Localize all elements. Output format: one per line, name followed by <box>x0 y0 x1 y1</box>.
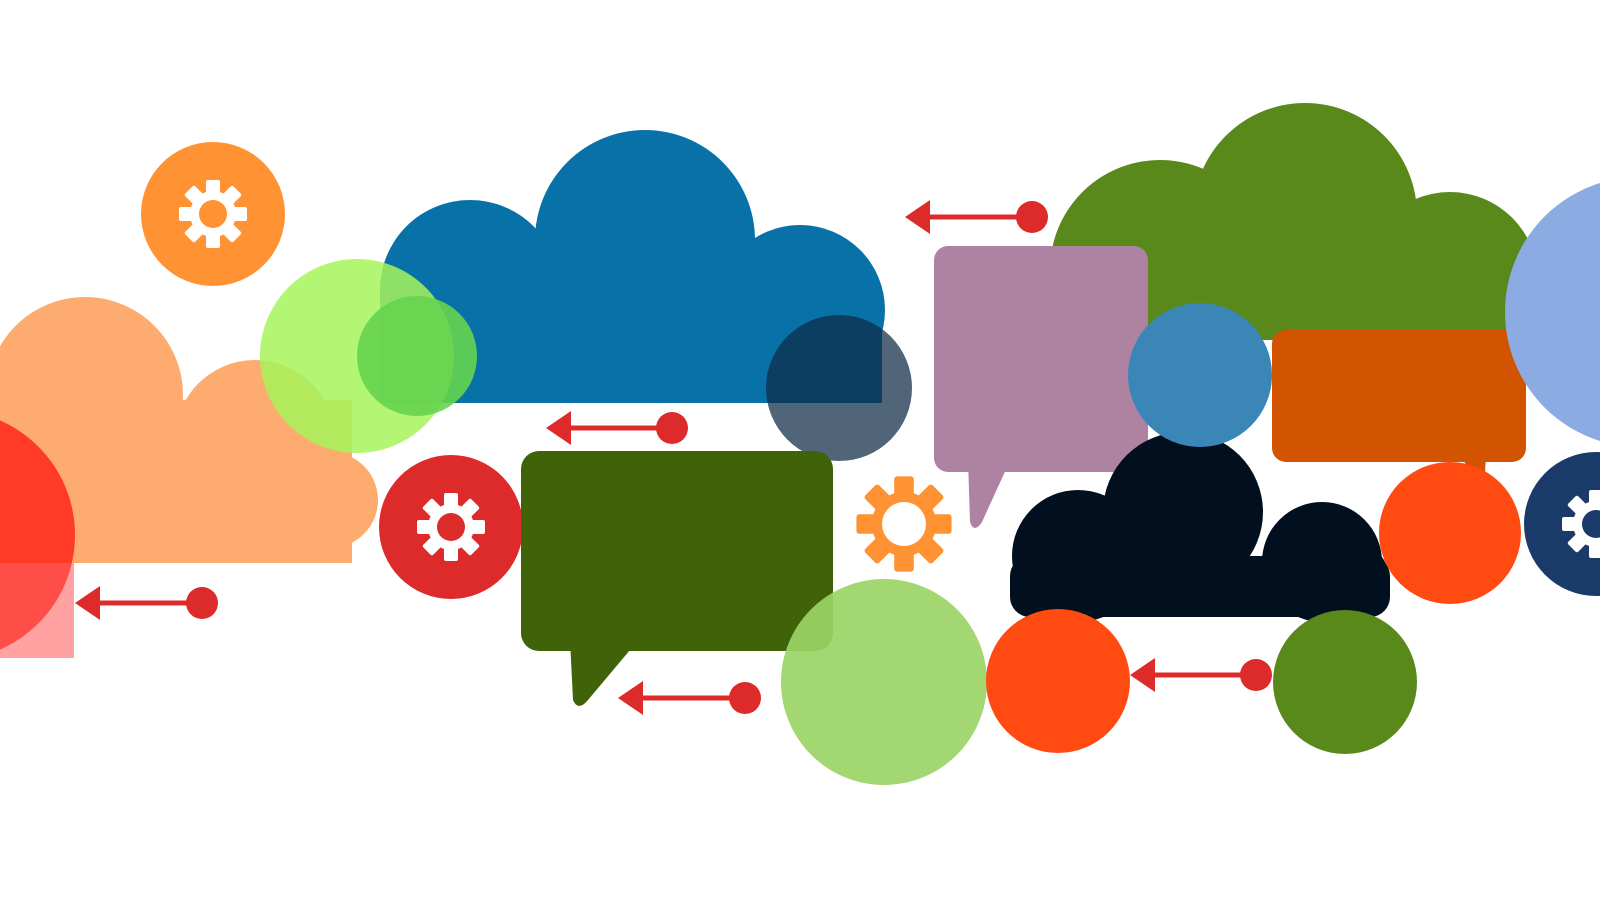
navy-cloud-icon <box>1010 432 1390 625</box>
periwinkle-circle <box>1505 183 1600 441</box>
olive-circle-bottom <box>1273 610 1417 754</box>
rust-speech-bubble-icon <box>1272 330 1526 496</box>
small-orange-gear-icon <box>856 476 952 572</box>
red-circle-lower-tint <box>0 563 74 658</box>
lime-overlap-circle <box>357 296 477 416</box>
light-green-circle <box>781 579 987 785</box>
navy-gear-icon <box>1524 452 1600 596</box>
dark-green-speech-bubble-icon <box>521 451 833 706</box>
steel-blue-circle <box>1128 303 1272 447</box>
arrow-left-icon <box>1130 658 1272 692</box>
arrow-left-icon <box>546 411 688 445</box>
red-gear-icon <box>379 455 523 599</box>
slate-circle <box>766 315 912 461</box>
arrow-left-icon <box>618 681 761 715</box>
mauve-speech-bubble-icon <box>934 246 1148 528</box>
orange-gear-icon <box>141 142 285 286</box>
orange-red-circle-bottom <box>986 609 1130 753</box>
orange-red-circle-right <box>1379 462 1521 604</box>
arrow-left-icon <box>75 586 218 620</box>
arrow-left-icon <box>905 200 1048 234</box>
